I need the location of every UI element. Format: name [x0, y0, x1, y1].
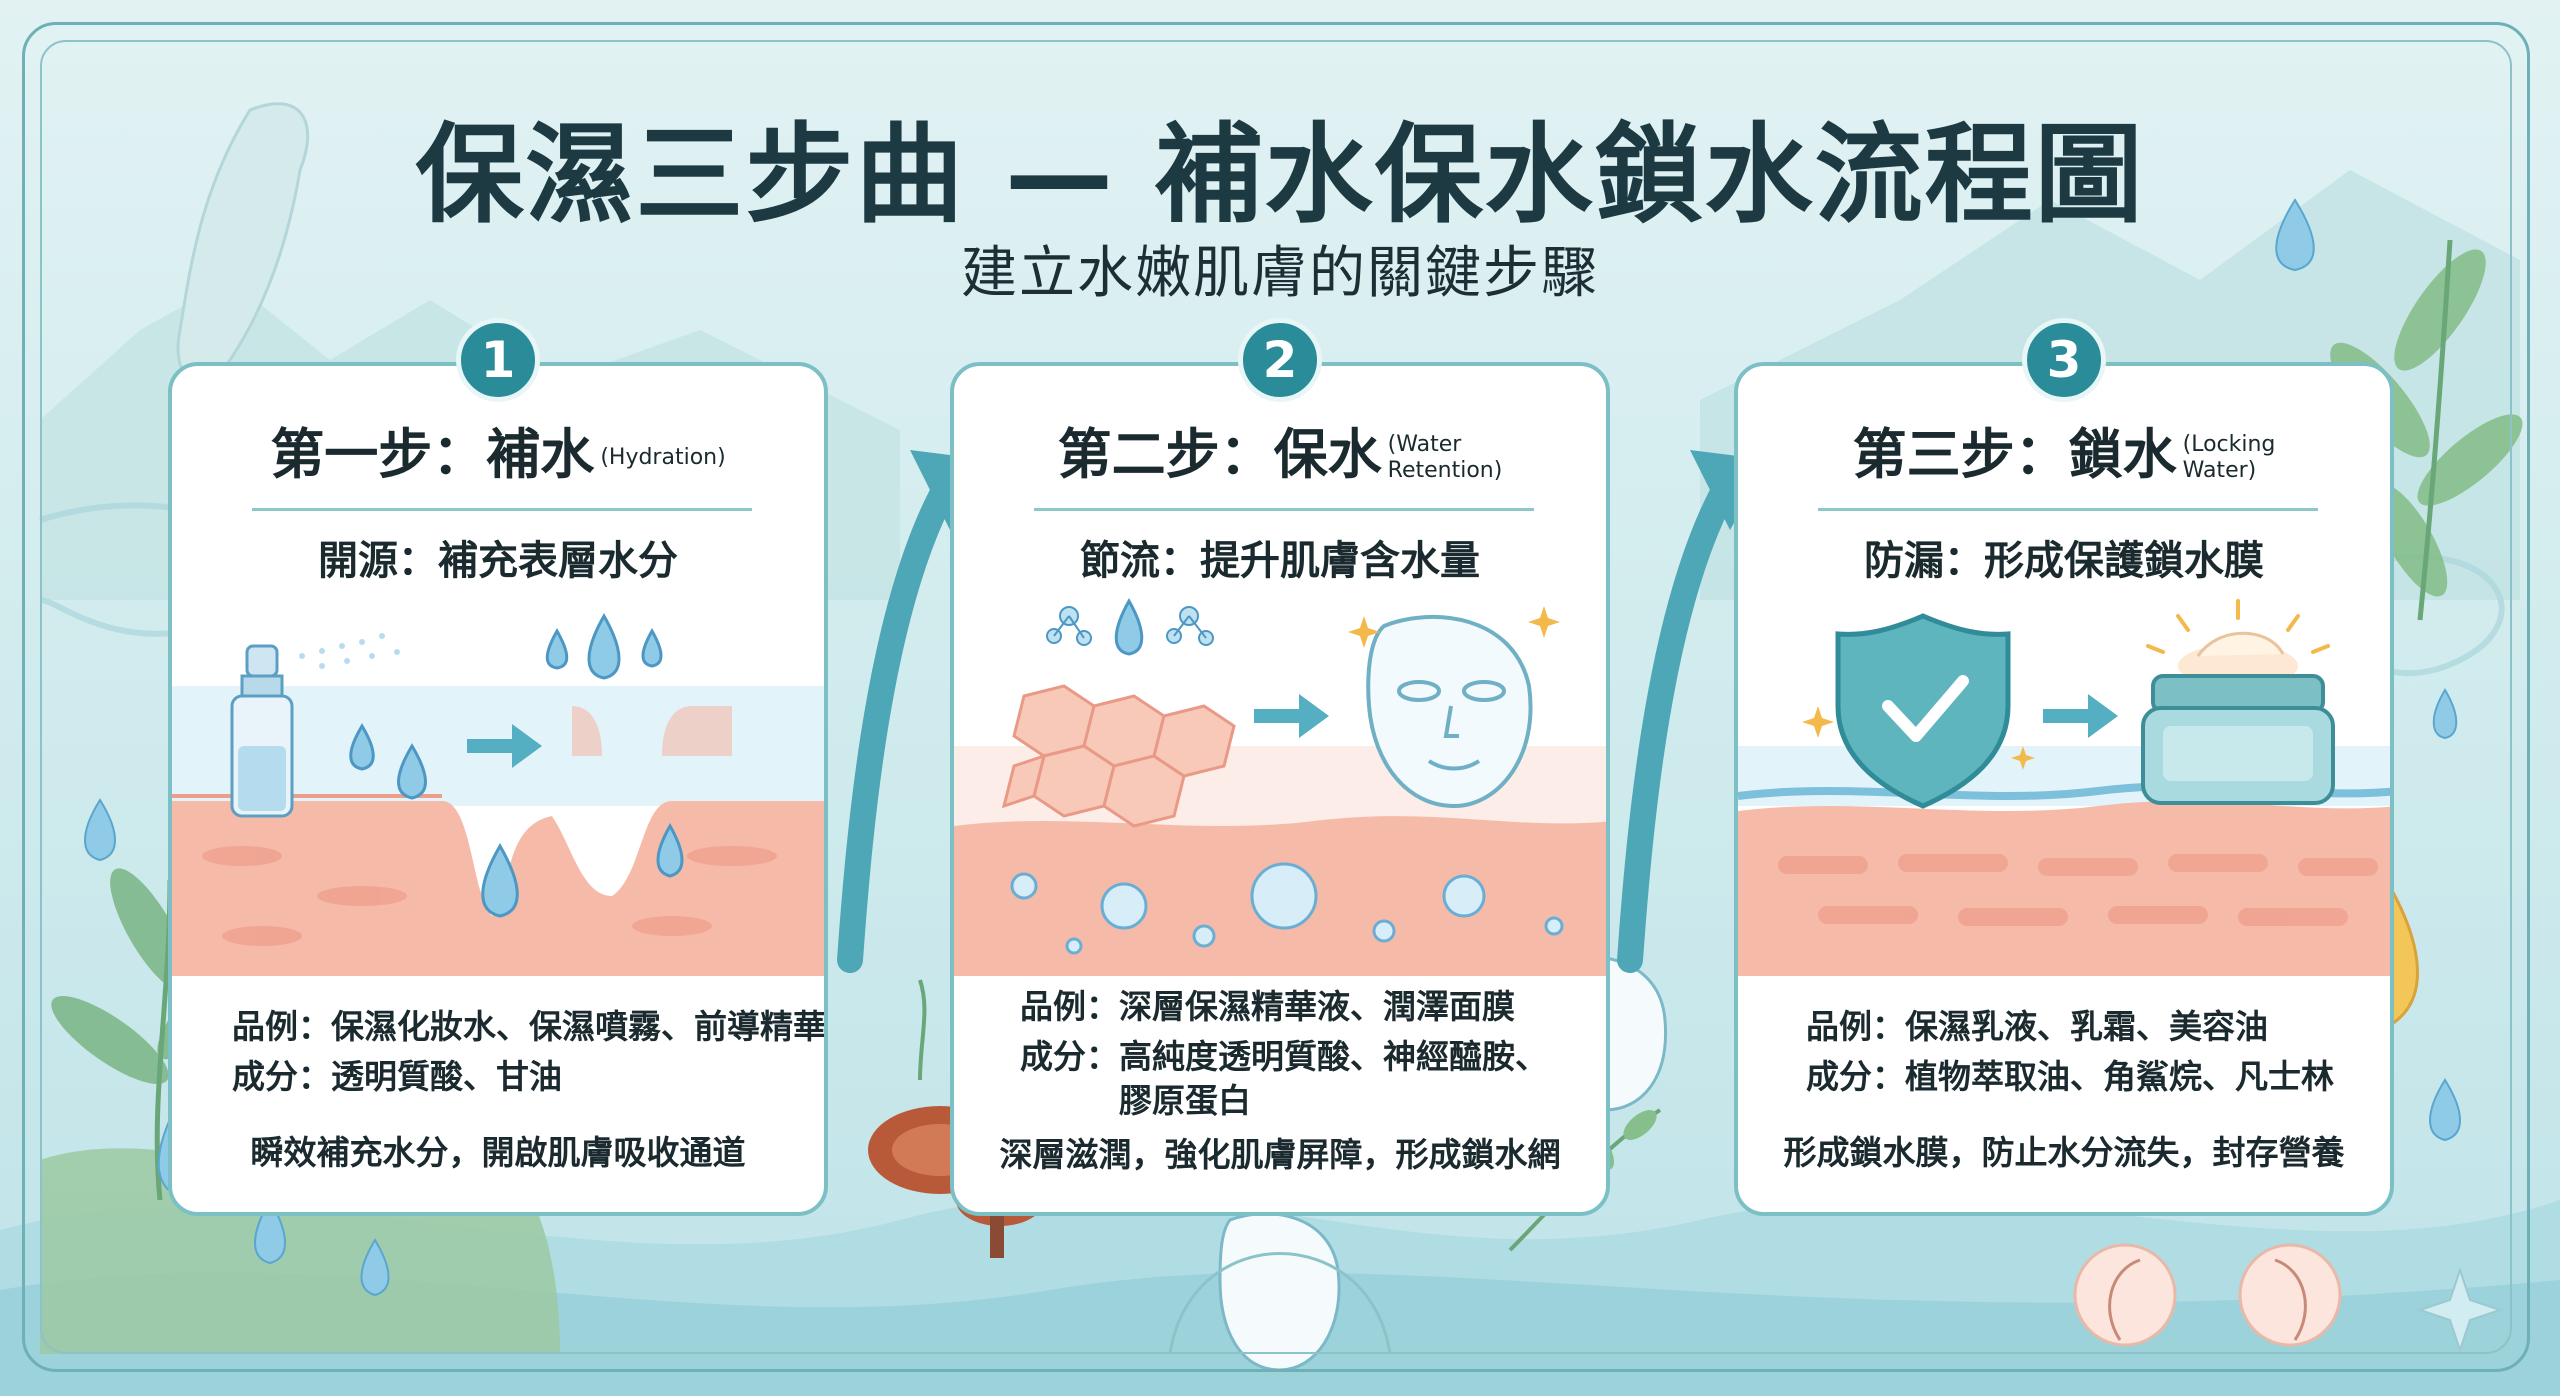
ingredients-row: 成分：植物萃取油、角鯊烷、凡士林	[1806, 1050, 2334, 1098]
products-row: 品例：深層保濕精華液、潤澤面膜	[1020, 980, 1515, 1028]
products-row: 品例：保濕乳液、乳霜、美容油	[1806, 1000, 2268, 1048]
title-divider	[252, 508, 752, 511]
step-title-text: 第一步：補水	[270, 423, 595, 486]
step-title-text: 第三步：鎖水	[1852, 423, 2177, 486]
outer-frame	[22, 22, 2530, 1372]
spray-bottle-icon	[230, 644, 294, 818]
step-title-en: (Hydration)	[600, 445, 725, 471]
water-drop-icon	[349, 612, 684, 918]
ingredients-value: 透明質酸、甘油	[331, 1057, 562, 1096]
ingredients-row: 成分：透明質酸、甘油	[232, 1050, 562, 1098]
step-title-en-line1: (Water	[1387, 432, 1462, 458]
step-subtitle: 防漏：形成保護鎖水膜	[1864, 538, 2264, 584]
step-card-1: 第一步：補水(Hydration) 開源：補充表層水分	[168, 362, 828, 1216]
step-title: 第一步：補水(Hydration)	[172, 410, 824, 489]
products-label: 品例：	[232, 1007, 331, 1046]
skin-barrier-icon	[1738, 801, 2390, 976]
step-title-en-line2: Retention)	[1387, 458, 1503, 484]
locking-illustration	[1738, 599, 2390, 976]
step-subtitle: 節流：提升肌膚含水量	[1080, 538, 1480, 584]
step-summary: 瞬效補充水分，開啟肌膚吸收通道	[250, 1133, 746, 1172]
step-summary: 深層滋潤，強化肌膚屏障，形成鎖水網	[999, 1135, 1561, 1174]
products-row: 品例：保濕化妝水、保濕噴霧、前導精華	[232, 1000, 826, 1048]
molecule-drop-icon	[1046, 597, 1214, 656]
skin-cells-icon	[1001, 684, 1236, 828]
retention-illustration	[954, 597, 1606, 976]
step-title-en-line2: Water)	[2182, 458, 2257, 484]
ingredients-row: 成分：高純度透明質酸、神經醯胺、	[1020, 1030, 1548, 1078]
title-divider	[1818, 508, 2318, 511]
ingredients-value: 高純度透明質酸、神經醯胺、	[1119, 1037, 1548, 1076]
step-title-text: 第二步：保水	[1057, 423, 1382, 486]
ingredients-label: 成分：	[1020, 1037, 1119, 1076]
products-value: 深層保濕精華液、潤澤面膜	[1119, 987, 1515, 1026]
ingredients-label: 成分：	[232, 1057, 331, 1096]
products-label: 品例：	[1806, 1007, 1905, 1046]
step-badge-3: 3	[2022, 318, 2106, 402]
page-subtitle: 建立水嫩肌膚的關鍵步驟	[961, 241, 1599, 306]
step-badge-2: 2	[1238, 318, 1322, 402]
ingredients-label: 成分：	[1806, 1057, 1905, 1096]
ingredients-value: 植物萃取油、角鯊烷、凡士林	[1905, 1057, 2334, 1096]
products-label: 品例：	[1020, 987, 1119, 1026]
step-title-en-line1: (Locking	[2182, 432, 2276, 458]
shield-check-icon	[1835, 613, 2011, 809]
ingredients-row-2: 膠原蛋白	[1119, 1074, 1251, 1122]
step-badge-1: 1	[456, 318, 540, 402]
face-mask-icon	[1366, 614, 1533, 809]
step-subtitle: 開源：補充表層水分	[318, 538, 678, 584]
step-title-en-line1: (Hydration)	[600, 445, 726, 471]
products-value: 保濕乳液、乳霜、美容油	[1905, 1007, 2268, 1046]
inner-frame	[40, 40, 2512, 1354]
page-title: 保濕三步曲 — 補水保水鎖水流程圖	[415, 113, 2145, 238]
ingredients-value-2: 膠原蛋白	[1119, 1081, 1251, 1120]
cream-jar-icon	[2141, 631, 2335, 805]
products-value: 保濕化妝水、保濕噴霧、前導精華	[331, 1007, 826, 1046]
hydration-illustration	[172, 612, 824, 976]
title-divider	[1034, 508, 1534, 511]
step-summary: 形成鎖水膜，防止水分流失，封存營養	[1783, 1133, 2345, 1172]
